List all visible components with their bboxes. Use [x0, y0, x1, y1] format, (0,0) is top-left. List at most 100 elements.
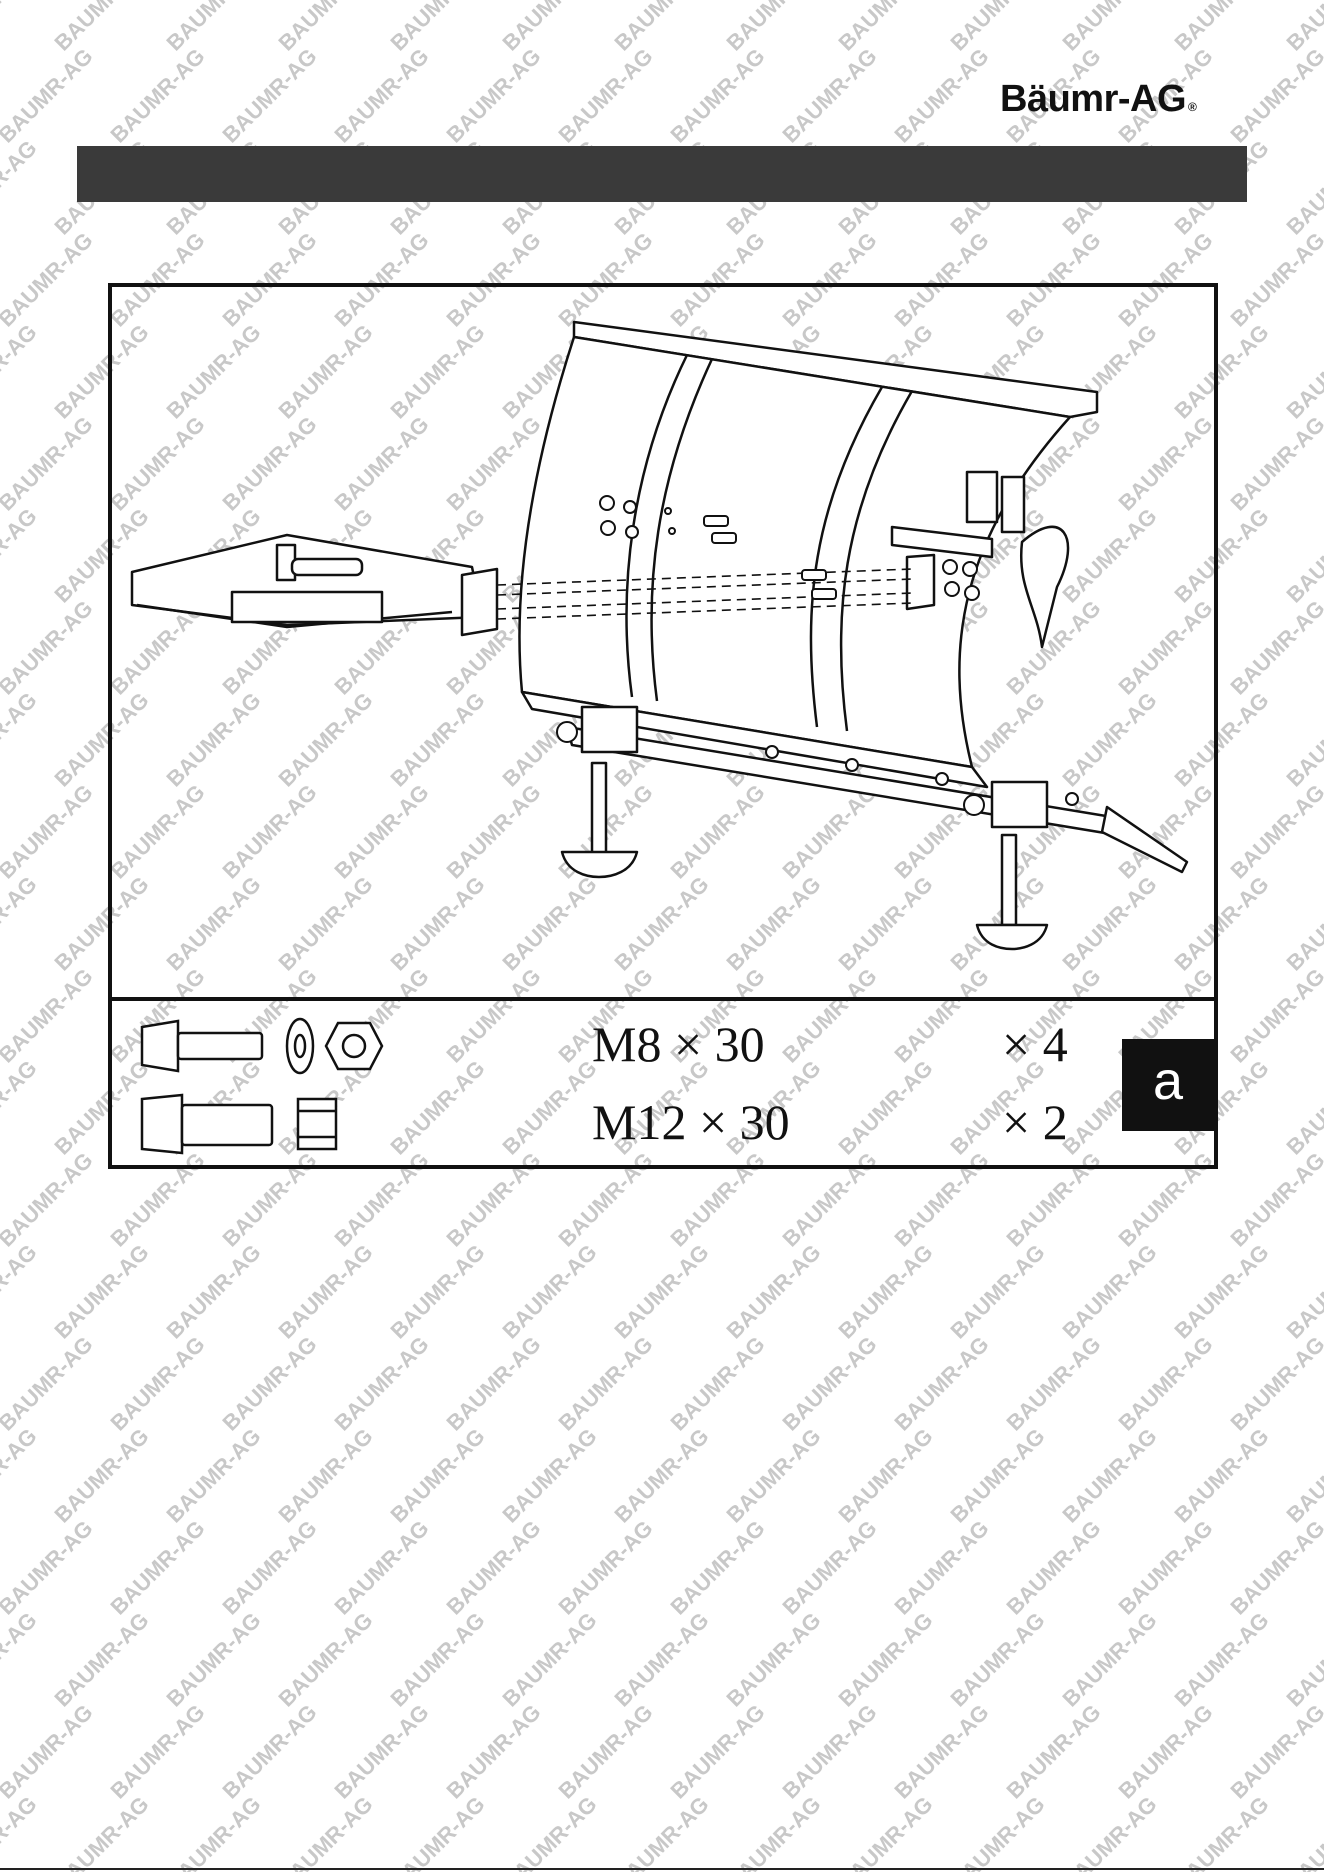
watermark-text: BAUMR-AG	[1226, 1515, 1324, 1619]
watermark-text: BAUMR-AG	[610, 1239, 714, 1343]
watermark-text: BAUMR-AG	[722, 0, 826, 56]
part-qty-m12: × 2	[1002, 1094, 1068, 1150]
watermark-text: BAUMR-AG	[498, 1791, 602, 1872]
watermark-text: BAUMR-AG	[1282, 1607, 1324, 1711]
watermark-text: BAUMR-AG	[722, 1423, 826, 1527]
watermark-text: BAUMR-AG	[162, 1607, 266, 1711]
m12-hardware-icons	[140, 1093, 338, 1155]
watermark-text: BAUMR-AG	[498, 1239, 602, 1343]
watermark-text: BAUMR-AG	[50, 1239, 154, 1343]
watermark-text: BAUMR-AG	[1282, 319, 1324, 423]
watermark-text: BAUMR-AG	[0, 1331, 98, 1435]
watermark-text: BAUMR-AG	[1226, 1147, 1324, 1251]
nut-icon	[599, 495, 615, 511]
watermark-text: BAUMR-AG	[498, 0, 602, 56]
watermark-text: BAUMR-AG	[162, 0, 266, 56]
watermark-text: BAUMR-AG	[1282, 1055, 1324, 1159]
watermark-text: BAUMR-AG	[0, 1607, 42, 1711]
watermark-text: BAUMR-AG	[1226, 1331, 1324, 1435]
watermark-text: BAUMR-AG	[722, 1239, 826, 1343]
footer-rule	[0, 1868, 1324, 1870]
watermark-text: BAUMR-AG	[1170, 1607, 1274, 1711]
section-header-bar	[77, 146, 1247, 202]
bolt-icon	[140, 1093, 184, 1155]
watermark-text: BAUMR-AG	[274, 1607, 378, 1711]
watermark-text: BAUMR-AG	[946, 1423, 1050, 1527]
watermark-text: BAUMR-AG	[1170, 0, 1274, 56]
watermark-text: BAUMR-AG	[274, 1423, 378, 1527]
watermark-text: BAUMR-AG	[1226, 779, 1324, 883]
watermark-text: BAUMR-AG	[1114, 1515, 1218, 1619]
watermark-text: BAUMR-AG	[274, 1239, 378, 1343]
watermark-text: BAUMR-AG	[610, 0, 714, 56]
watermark-text: BAUMR-AG	[218, 1515, 322, 1619]
watermark-text: BAUMR-AG	[1058, 1239, 1162, 1343]
watermark-text: BAUMR-AG	[890, 43, 994, 147]
watermark-text: BAUMR-AG	[1282, 1239, 1324, 1343]
watermark-text: BAUMR-AG	[610, 1423, 714, 1527]
watermark-text: BAUMR-AG	[946, 1239, 1050, 1343]
watermark-text: BAUMR-AG	[0, 227, 98, 331]
watermark-text: BAUMR-AG	[386, 1423, 490, 1527]
watermark-text: BAUMR-AG	[218, 1699, 322, 1803]
watermark-text: BAUMR-AG	[50, 1423, 154, 1527]
watermark-text: BAUMR-AG	[554, 1331, 658, 1435]
watermark-text: BAUMR-AG	[330, 1699, 434, 1803]
watermark-text: BAUMR-AG	[442, 1515, 546, 1619]
watermark-text: BAUMR-AG	[778, 1331, 882, 1435]
watermark-text: BAUMR-AG	[666, 1699, 770, 1803]
m8-hardware-icons	[140, 1017, 384, 1075]
watermark-text: BAUMR-AG	[946, 0, 1050, 56]
assembly-figure: M8 × 30 × 4 M12 × 30 × 2 a	[108, 283, 1218, 1169]
watermark-text: BAUMR-AG	[0, 1699, 98, 1803]
watermark-text: BAUMR-AG	[106, 1331, 210, 1435]
bolt-icon	[140, 1019, 180, 1073]
logo-text: Bäumr-AG	[1000, 78, 1187, 120]
watermark-text: BAUMR-AG	[1282, 0, 1324, 56]
watermark-text: BAUMR-AG	[0, 963, 98, 1067]
watermark-text: BAUMR-AG	[1282, 135, 1324, 239]
watermark-text: BAUMR-AG	[330, 1515, 434, 1619]
watermark-text: BAUMR-AG	[330, 43, 434, 147]
watermark-text: BAUMR-AG	[162, 1423, 266, 1527]
watermark-text: BAUMR-AG	[1170, 1423, 1274, 1527]
watermark-text: BAUMR-AG	[666, 43, 770, 147]
watermark-text: BAUMR-AG	[50, 1791, 154, 1872]
watermark-text: BAUMR-AG	[106, 1699, 210, 1803]
watermark-text: BAUMR-AG	[498, 1607, 602, 1711]
watermark-text: BAUMR-AG	[218, 1331, 322, 1435]
watermark-text: BAUMR-AG	[274, 1791, 378, 1872]
watermark-text: BAUMR-AG	[834, 1239, 938, 1343]
watermark-text: BAUMR-AG	[0, 319, 42, 423]
watermark-text: BAUMR-AG	[0, 1239, 42, 1343]
watermark-text: BAUMR-AG	[50, 1607, 154, 1711]
part-spec-m8: M8 × 30	[592, 1016, 765, 1072]
assembly-drawing	[130, 320, 1189, 951]
watermark-text: BAUMR-AG	[1002, 1699, 1106, 1803]
step-badge: a	[1122, 1039, 1214, 1131]
watermark-text: BAUMR-AG	[1002, 1515, 1106, 1619]
watermark-text: BAUMR-AG	[1226, 963, 1324, 1067]
watermark-text: BAUMR-AG	[610, 1607, 714, 1711]
watermark-text: BAUMR-AG	[1282, 1791, 1324, 1872]
watermark-text: BAUMR-AG	[0, 595, 98, 699]
watermark-text: BAUMR-AG	[778, 1515, 882, 1619]
watermark-text: BAUMR-AG	[778, 1699, 882, 1803]
watermark-text: BAUMR-AG	[834, 1607, 938, 1711]
watermark-text: BAUMR-AG	[1226, 1699, 1324, 1803]
watermark-text: BAUMR-AG	[50, 0, 154, 56]
watermark-text: BAUMR-AG	[834, 1423, 938, 1527]
watermark-text: BAUMR-AG	[1170, 1239, 1274, 1343]
watermark-text: BAUMR-AG	[0, 687, 42, 791]
watermark-text: BAUMR-AG	[162, 1791, 266, 1872]
watermark-text: BAUMR-AG	[0, 0, 42, 56]
watermark-text: BAUMR-AG	[0, 411, 98, 515]
watermark-text: BAUMR-AG	[0, 871, 42, 975]
blade-top-edge	[572, 320, 1099, 419]
watermark-text: BAUMR-AG	[1282, 1423, 1324, 1527]
watermark-text: BAUMR-AG	[1226, 411, 1324, 515]
watermark-text: BAUMR-AG	[218, 43, 322, 147]
watermark-text: BAUMR-AG	[162, 1239, 266, 1343]
watermark-text: BAUMR-AG	[274, 0, 378, 56]
watermark-text: BAUMR-AG	[1226, 595, 1324, 699]
